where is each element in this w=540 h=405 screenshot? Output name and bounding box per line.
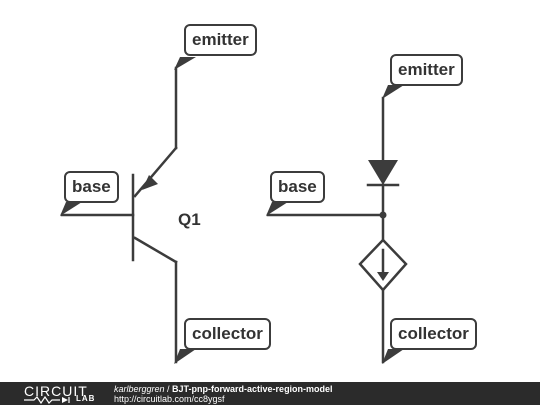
right-diode-triangle xyxy=(368,160,398,185)
left-collector-label: collector xyxy=(184,318,271,350)
current-arrow-head xyxy=(377,272,389,281)
circuit-url-link[interactable]: http://circuitlab.com/cc8ygsf xyxy=(114,394,225,404)
left-emitter-arrow xyxy=(142,175,158,190)
resistor-logo-icon xyxy=(24,396,70,404)
schematic-canvas xyxy=(60,57,408,364)
junction-dot xyxy=(379,211,387,219)
footer-attribution: karlberggren / BJT-pnp-forward-active-re… xyxy=(114,384,333,394)
left-emitter-label: emitter xyxy=(184,24,257,56)
circuit-title-link[interactable]: BJT-pnp-forward-active-region-model xyxy=(172,384,333,394)
tail-right-collector xyxy=(382,349,404,364)
footer-bar: CIRCUIT LAB karlberggren / BJT-pnp-forwa… xyxy=(0,382,540,405)
right-emitter-label: emitter xyxy=(390,54,463,86)
tail-left-base xyxy=(60,202,82,216)
right-base-label: base xyxy=(270,171,325,203)
left-base-label: base xyxy=(64,171,119,203)
author-link[interactable]: karlberggren xyxy=(114,384,165,394)
tail-left-collector xyxy=(174,349,196,364)
left-emitter-diagonal xyxy=(133,146,178,198)
logo-text-circuit: CIRCUIT xyxy=(24,383,88,399)
tail-left-emitter xyxy=(174,57,196,70)
logo-text-lab: LAB xyxy=(76,394,96,403)
right-collector-label: collector xyxy=(390,318,477,350)
circuitlab-logo[interactable]: CIRCUIT LAB xyxy=(24,382,104,405)
tail-right-base xyxy=(266,202,288,216)
footer-separator: / xyxy=(164,384,173,394)
tail-right-emitter xyxy=(382,85,404,99)
footer-meta: karlberggren / BJT-pnp-forward-active-re… xyxy=(114,384,333,404)
transistor-designator: Q1 xyxy=(178,210,201,229)
left-collector-diagonal xyxy=(133,236,178,264)
